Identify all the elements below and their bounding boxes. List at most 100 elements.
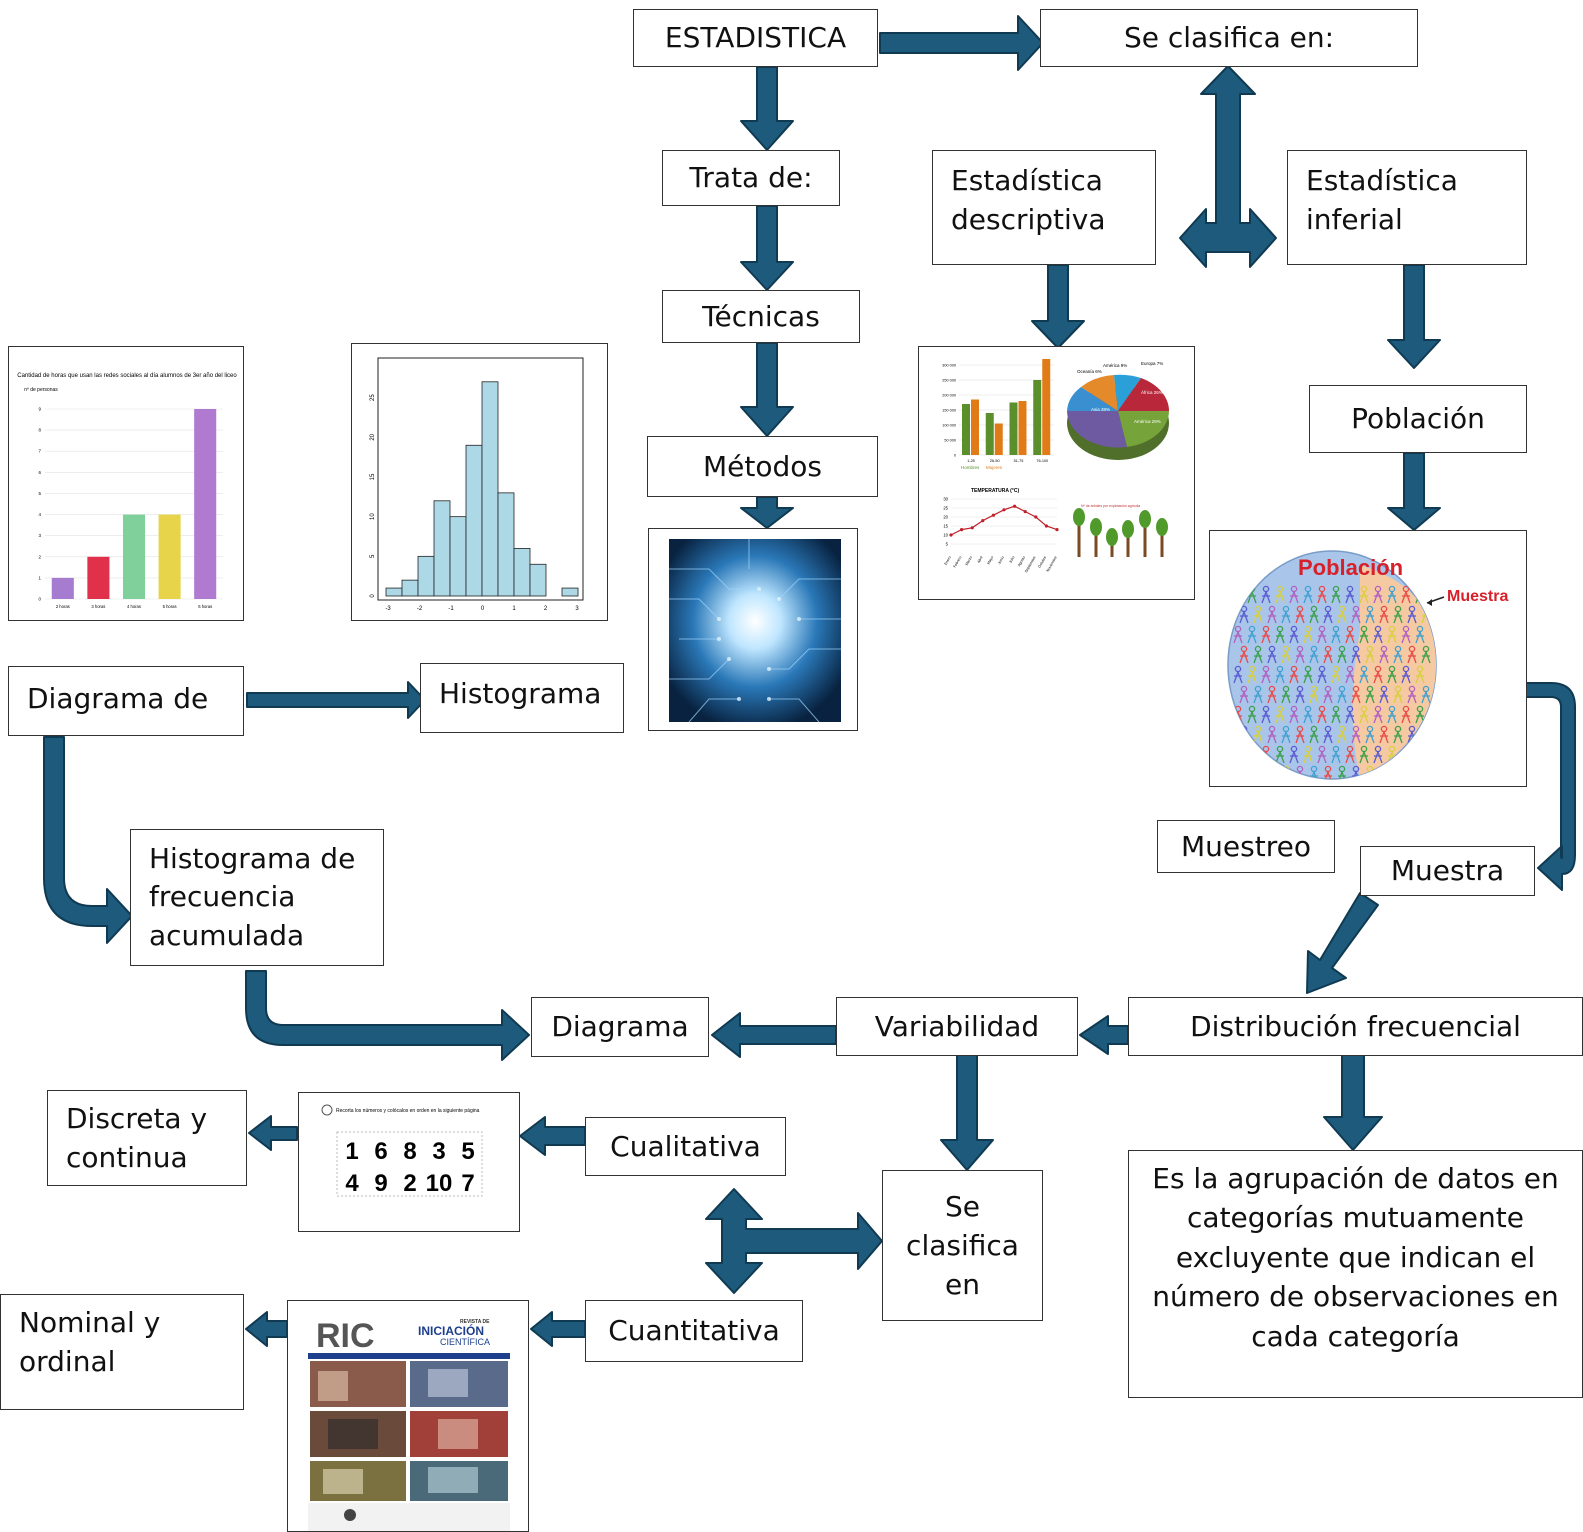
bar-ytick: 3 xyxy=(38,533,41,538)
pie-slice-asia xyxy=(1067,411,1127,448)
temperature-point xyxy=(1044,524,1048,528)
person-body xyxy=(1337,690,1347,704)
node-distribucion-frecuencial: Distribución frecuencial xyxy=(1128,997,1583,1056)
desc-bar-mujeres xyxy=(1042,359,1051,455)
histogram-xtick: -2 xyxy=(417,606,423,612)
temperature-point xyxy=(970,526,974,530)
person-body xyxy=(1387,590,1397,604)
desc-ytick: 0 xyxy=(954,454,956,458)
tree-trunk xyxy=(1110,537,1114,557)
desc-xtick: 1-25 xyxy=(967,459,975,463)
node-estadistica-inferial: Estadística inferial xyxy=(1287,150,1527,265)
person-body xyxy=(1267,650,1277,664)
person-body xyxy=(1387,670,1397,684)
worksheet-number: 7 xyxy=(461,1170,474,1197)
node-trata-de: Trata de: xyxy=(662,150,840,206)
person-head xyxy=(1240,765,1248,773)
person-body xyxy=(1247,630,1257,644)
bar-chart-title: Cantidad de horas que usan las redes soc… xyxy=(17,373,237,379)
person-body xyxy=(1281,730,1291,744)
person-body xyxy=(1261,630,1271,644)
worksheet-number: 1 xyxy=(345,1138,358,1165)
person-body xyxy=(1303,750,1313,764)
person-body xyxy=(1365,770,1375,779)
tree-crown xyxy=(1090,518,1102,536)
line-ytick: 20 xyxy=(943,515,948,520)
person-body xyxy=(1281,610,1291,624)
node-label: Se clasifica en: xyxy=(1123,21,1335,55)
histogram-bin xyxy=(401,579,419,597)
person-body xyxy=(1239,690,1249,704)
node-diagrama: Diagrama xyxy=(531,997,709,1057)
worksheet-number: 10 xyxy=(426,1170,453,1197)
node-estadistica: ESTADISTICA xyxy=(633,9,878,67)
histogram-ytick: 0 xyxy=(370,594,376,598)
node-label: Trata de: xyxy=(689,161,813,195)
person-body xyxy=(1261,670,1271,684)
node-label: Población xyxy=(1351,402,1485,436)
person-body xyxy=(1421,690,1431,704)
bar xyxy=(194,409,217,599)
worksheet-number: 5 xyxy=(461,1138,474,1165)
histogram-xtick: -3 xyxy=(385,606,391,612)
bar-ytick: 8 xyxy=(38,428,41,433)
person-body xyxy=(1247,750,1257,764)
node-diagrama-de: Diagrama de xyxy=(8,666,244,736)
node-label: Distribución frecuencial xyxy=(1190,1009,1521,1043)
pie-label-africa: África 26% xyxy=(1141,389,1163,395)
node-label: Variabilidad xyxy=(874,1009,1040,1043)
person-body xyxy=(1379,650,1389,664)
person-body xyxy=(1317,750,1327,764)
person-body xyxy=(1281,770,1291,779)
temperature-point xyxy=(960,528,964,532)
worksheet-svg: Recorta los números y colócalos en orden… xyxy=(321,1104,483,1197)
person-body xyxy=(1247,710,1257,724)
histogram-bin xyxy=(513,547,531,597)
arrow-cualitativa-worksheet xyxy=(519,1116,586,1156)
line-xtick: Abril xyxy=(977,555,984,563)
person-body xyxy=(1331,630,1341,644)
desc-legend-hombres: Hombres xyxy=(961,465,980,470)
person-body xyxy=(1393,730,1403,744)
arrow-magazine-nominal xyxy=(245,1311,288,1347)
node-label: Histograma xyxy=(439,677,602,710)
worksheet-image: Recorta los números y colócalos en orden… xyxy=(298,1092,520,1232)
desc-ytick: 100 000 xyxy=(942,424,956,428)
person-body xyxy=(1233,670,1243,684)
bar xyxy=(87,556,110,599)
node-label: ESTADISTICA xyxy=(664,21,847,55)
temperature-point xyxy=(1055,528,1059,532)
node-definicion: Es la agrupación de datos en categorías … xyxy=(1128,1150,1583,1398)
tree-trunk xyxy=(1143,519,1147,557)
pie-slice-america xyxy=(1118,411,1169,447)
node-cuantitativa: Cuantitativa xyxy=(585,1300,803,1362)
person-body xyxy=(1421,650,1431,664)
person-body xyxy=(1309,730,1319,744)
person-body xyxy=(1233,590,1243,604)
node-tecnicas: Técnicas xyxy=(662,290,860,343)
node-label: Diagrama de xyxy=(27,682,209,715)
bar-ytick: 4 xyxy=(38,512,41,517)
bar-ytick: 9 xyxy=(38,407,41,412)
person-body xyxy=(1261,590,1271,604)
node-se-clasifica-en: Se clasifica en: xyxy=(1040,9,1418,67)
person-body xyxy=(1253,650,1263,664)
worksheet-number: 4 xyxy=(345,1170,359,1197)
person-body xyxy=(1253,730,1263,744)
bar-xtick: 3 horas xyxy=(91,604,105,609)
tree-crown xyxy=(1156,518,1168,536)
node-label: Es la agrupación de datos en categorías … xyxy=(1152,1162,1559,1353)
person-body xyxy=(1289,750,1299,764)
person-body xyxy=(1331,590,1341,604)
temperature-point xyxy=(1013,504,1017,508)
person-body xyxy=(1415,750,1425,764)
bar-ytick: 6 xyxy=(38,470,41,475)
desc-bar-mujeres xyxy=(1018,401,1027,455)
magazine-seal xyxy=(344,1509,356,1521)
person-body xyxy=(1415,590,1425,604)
arrow-metodos-image xyxy=(740,496,794,529)
person-body xyxy=(1253,610,1263,624)
tree-crown xyxy=(1122,520,1134,538)
person-body xyxy=(1337,650,1347,664)
